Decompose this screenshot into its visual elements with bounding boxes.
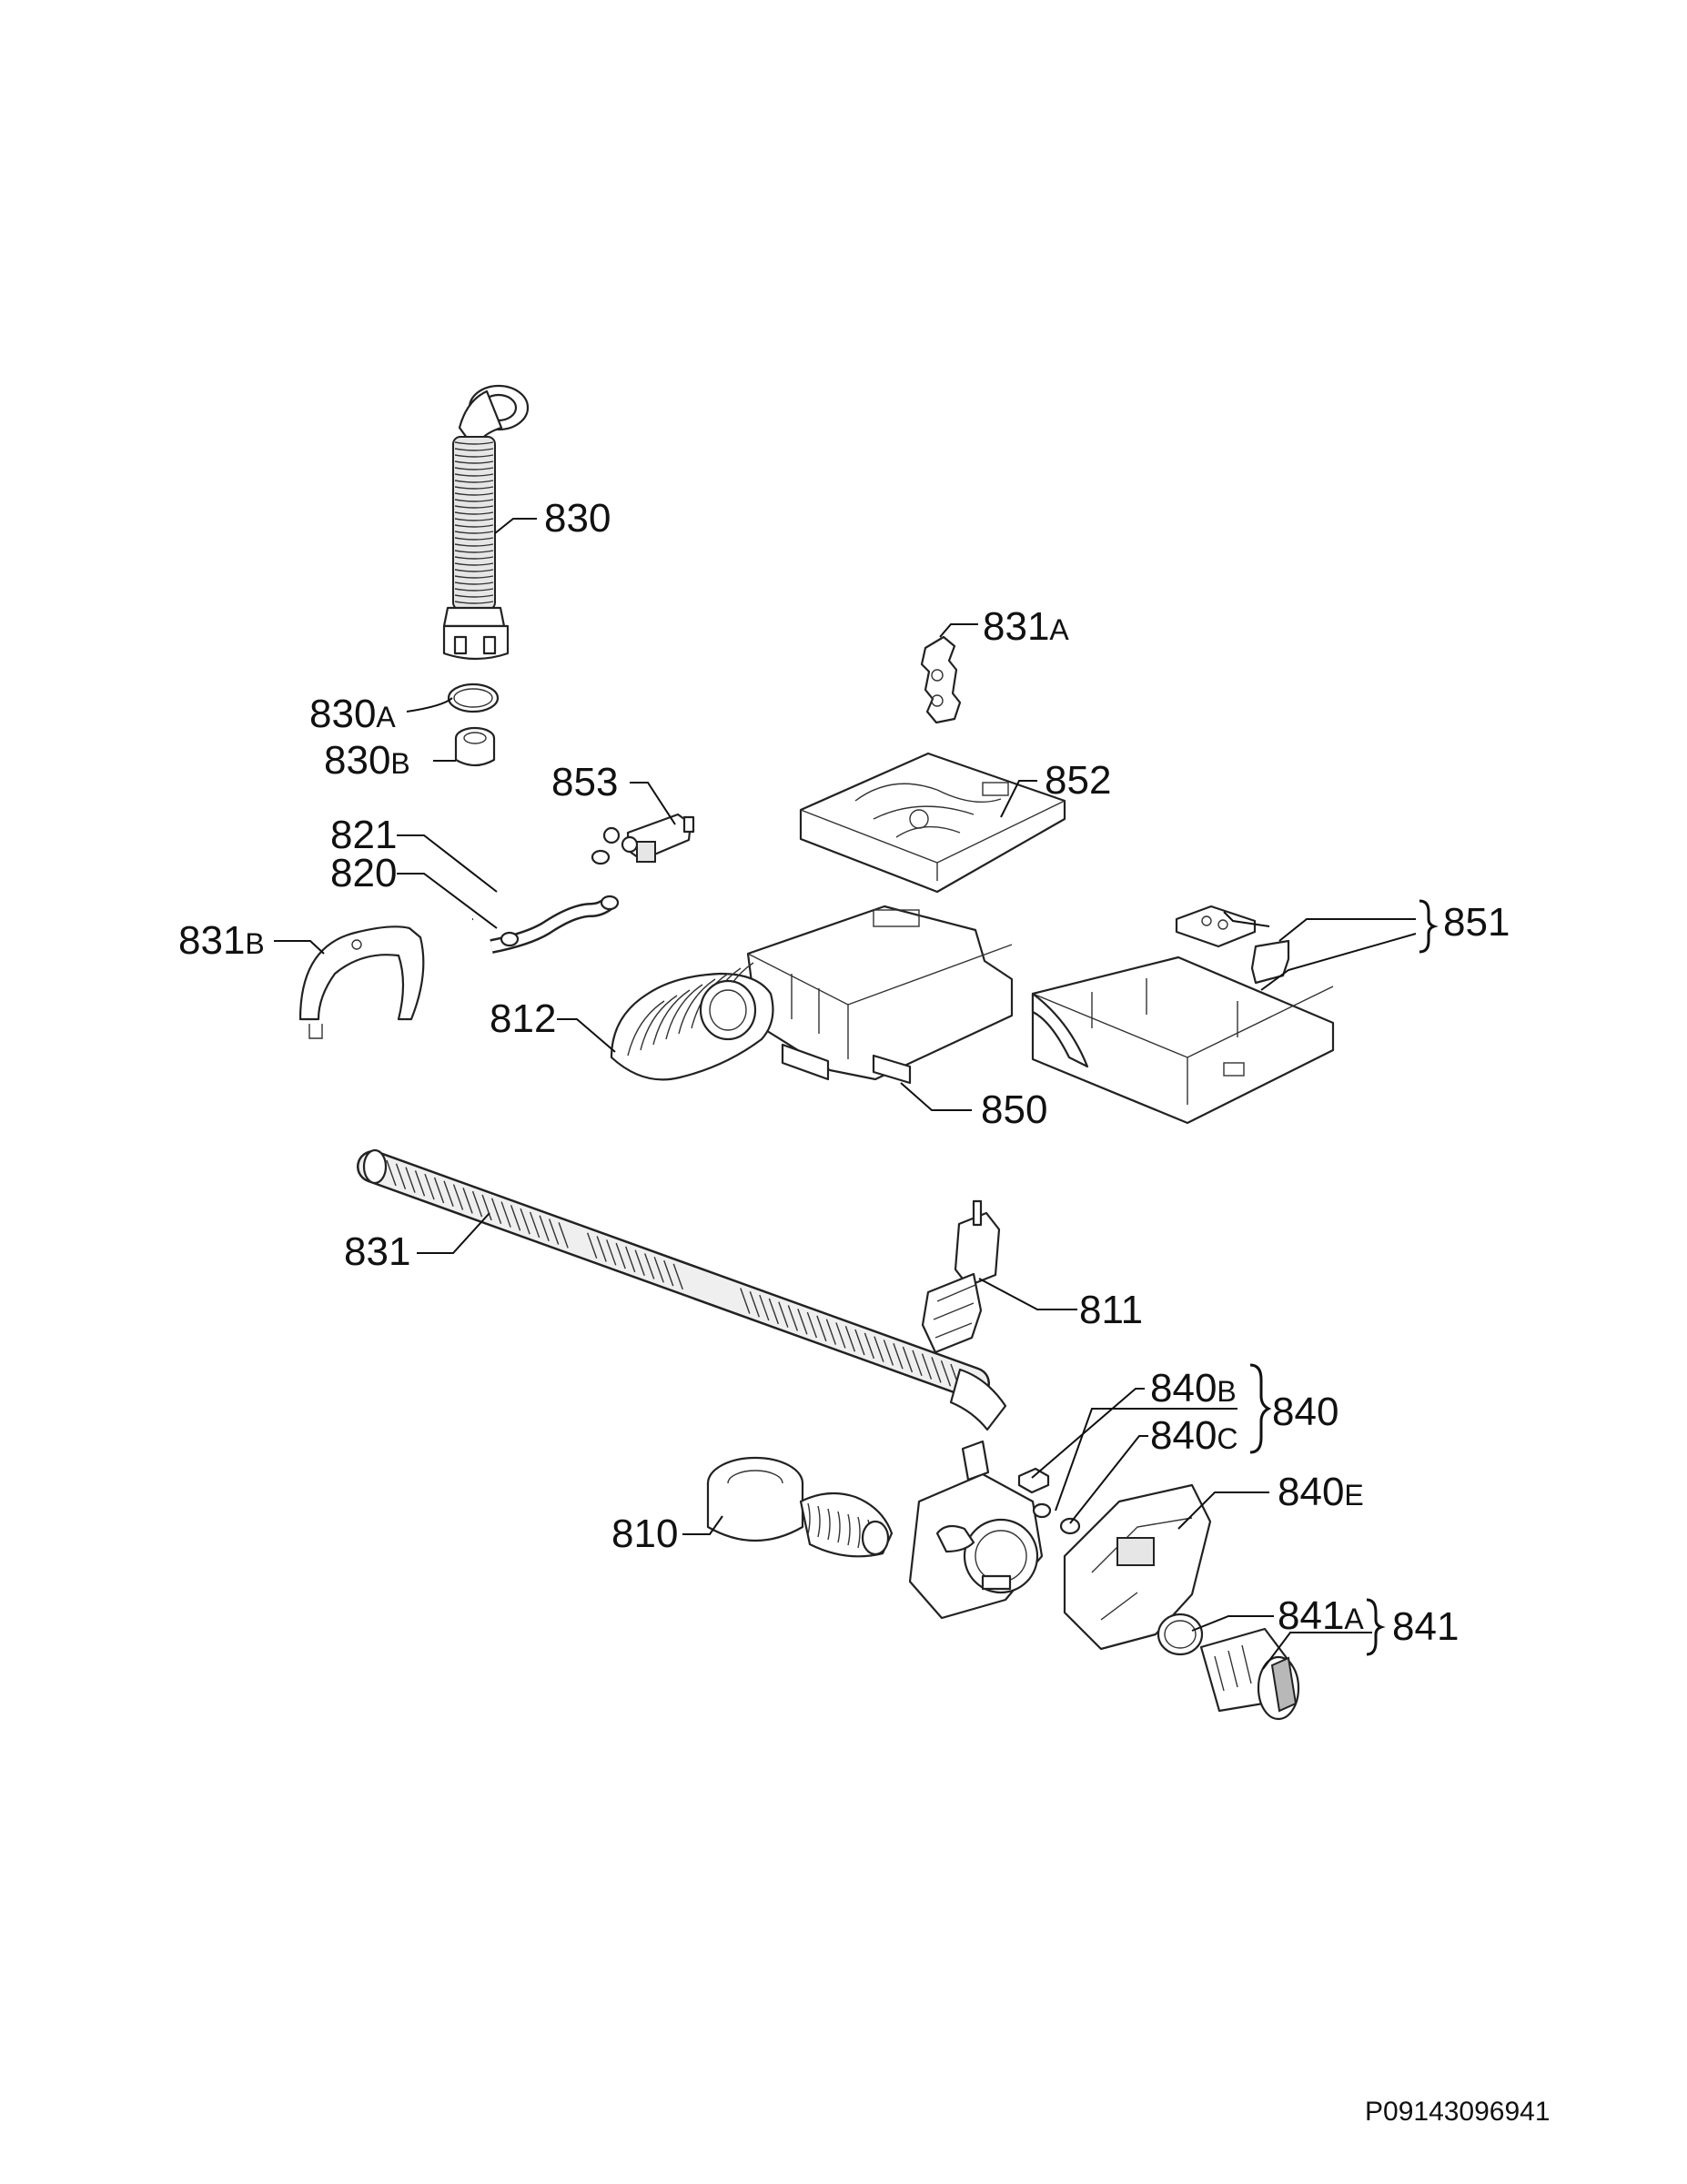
label-830A: 830A <box>309 692 396 736</box>
label-830B: 830B <box>324 738 410 783</box>
label-841: 841 <box>1392 1604 1459 1649</box>
label-840C: 840C <box>1150 1413 1238 1458</box>
brace-840 <box>1249 1363 1272 1454</box>
label-840E: 840E <box>1278 1470 1364 1514</box>
label-831: 831 <box>344 1229 410 1274</box>
part-850-dispenser-housing <box>746 905 1014 1085</box>
label-820: 820 <box>330 851 397 895</box>
part-831A-clip <box>920 635 962 724</box>
leader-lines <box>274 518 1417 1670</box>
part-840E-cover <box>1063 1483 1212 1651</box>
label-830: 830 <box>544 496 611 541</box>
label-810: 810 <box>611 1512 678 1556</box>
label-811: 811 <box>1079 1288 1143 1332</box>
part-840B-clip <box>1017 1467 1050 1494</box>
part-830B-nozzle <box>454 726 496 767</box>
document-id: P09143096941 <box>1365 2097 1551 2127</box>
label-850: 850 <box>981 1087 1047 1132</box>
part-811-nozzle <box>921 1199 1001 1354</box>
label-821: 821 <box>330 813 397 857</box>
label-840B: 840B <box>1150 1366 1237 1410</box>
label-840: 840 <box>1272 1390 1338 1434</box>
label-853: 853 <box>551 760 618 804</box>
label-831B: 831B <box>178 918 265 963</box>
label-812: 812 <box>490 996 556 1041</box>
brace-851 <box>1419 899 1439 954</box>
part-830A-o-ring <box>447 682 500 713</box>
part-840C-seal <box>1032 1502 1081 1535</box>
part-853-valve <box>602 813 695 863</box>
part-831-long-hose <box>357 1148 1007 1431</box>
part-830-drain-hose <box>442 384 530 661</box>
label-831A: 831A <box>983 604 1069 649</box>
callout-labels: 830 831A 830A 830B 853 852 821 820 851 8… <box>178 496 1510 1649</box>
part-820-821-hoses <box>471 849 620 954</box>
part-841-filter <box>1199 1627 1300 1721</box>
part-810-sump <box>706 1456 894 1558</box>
part-831B-hose-guide <box>298 925 425 1039</box>
label-852: 852 <box>1045 758 1111 803</box>
part-852-dispenser-cover <box>799 752 1066 894</box>
part-841A-gasket <box>1157 1613 1204 1656</box>
part-851-drawer <box>1031 905 1335 1125</box>
group-braces <box>1249 899 1439 1656</box>
label-841A: 841A <box>1278 1593 1364 1638</box>
label-851: 851 <box>1443 900 1510 945</box>
part-812-bellows <box>610 962 774 1081</box>
part-840-pump <box>908 1440 1044 1620</box>
brace-841 <box>1366 1598 1386 1656</box>
